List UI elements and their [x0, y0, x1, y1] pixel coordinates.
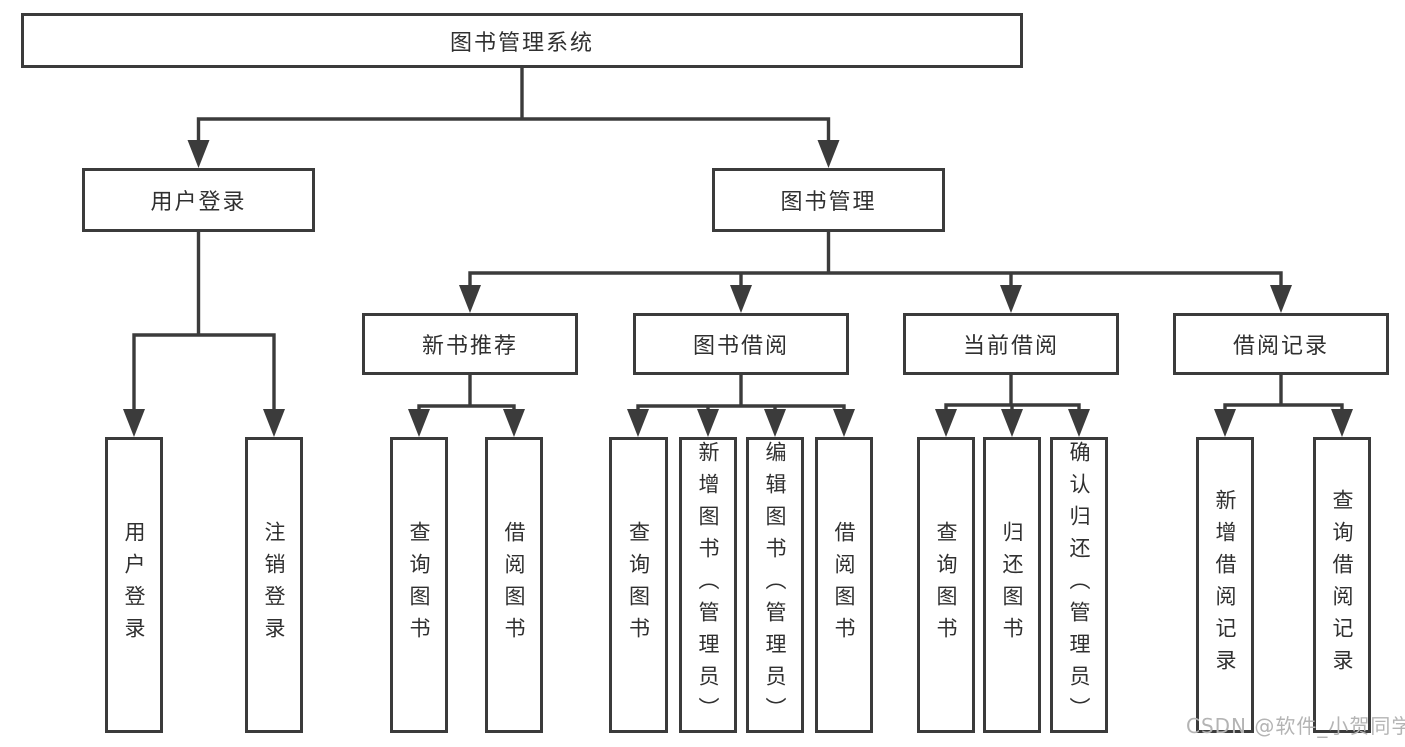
node-label: 确认归还（管理员） — [1067, 441, 1091, 729]
arrowhead-icon — [1270, 285, 1292, 313]
arrowhead-icon — [935, 409, 957, 437]
node-borrowing-records: 借阅记录 — [1173, 313, 1389, 375]
leaf-user-login: 用户登录 — [105, 437, 163, 733]
arrowhead-icon — [817, 140, 840, 168]
node-user-login: 用户登录 — [82, 168, 315, 232]
node-label: 图书借阅 — [692, 334, 789, 359]
node-label: 用户登录 — [150, 190, 247, 215]
arrowhead-icon — [833, 409, 855, 437]
node-label: 新增借阅记录 — [1213, 489, 1237, 681]
node-label: 借阅图书 — [502, 521, 526, 649]
arrowhead-icon — [187, 140, 210, 168]
leaf-edit-book-admin: 编辑图书（管理员） — [746, 437, 804, 733]
arrowhead-icon — [1068, 409, 1090, 437]
leaf-query-books-borrowing: 查询图书 — [609, 437, 668, 733]
arrowhead-icon — [1214, 409, 1236, 437]
arrowhead-icon — [263, 409, 285, 437]
arrowhead-icon — [408, 409, 430, 437]
node-label: 当前借阅 — [962, 334, 1059, 359]
connector-borrowing-records-children — [1214, 375, 1353, 437]
arrowhead-icon — [503, 409, 525, 437]
node-label: 新书推荐 — [421, 334, 518, 359]
leaf-query-borrow-record: 查询借阅记录 — [1313, 437, 1371, 733]
node-label: 注销登录 — [262, 521, 286, 649]
node-label: 图书管理 — [780, 190, 877, 215]
leaf-query-books-recommend: 查询图书 — [390, 437, 448, 733]
node-label: 新增图书（管理员） — [696, 441, 720, 729]
arrowhead-icon — [1331, 409, 1353, 437]
node-label: 查询图书 — [934, 521, 958, 649]
connector-book-management-sections — [459, 232, 1292, 313]
node-label: 借阅记录 — [1232, 334, 1329, 359]
node-label: 查询借阅记录 — [1330, 489, 1354, 681]
leaf-confirm-return-admin: 确认归还（管理员） — [1050, 437, 1108, 733]
arrowhead-icon — [123, 409, 145, 437]
connector-new-book-children — [408, 375, 525, 437]
node-label: 归还图书 — [1000, 521, 1024, 649]
node-library-management-system: 图书管理系统 — [21, 13, 1023, 68]
node-label: 查询图书 — [626, 521, 651, 649]
leaf-add-borrow-record: 新增借阅记录 — [1196, 437, 1254, 733]
arrowhead-icon — [459, 285, 481, 313]
arrowhead-icon — [627, 409, 649, 437]
node-label: 用户登录 — [122, 521, 146, 649]
node-new-book-recommend: 新书推荐 — [362, 313, 578, 375]
connector-current-borrowing-children — [935, 375, 1090, 437]
node-current-borrowing: 当前借阅 — [903, 313, 1119, 375]
node-book-borrowing: 图书借阅 — [633, 313, 849, 375]
csdn-watermark: CSDN @软件_小贺同学 — [1186, 714, 1405, 738]
connector-user-login-children — [123, 232, 285, 437]
arrowhead-icon — [1001, 409, 1023, 437]
node-label: 图书管理系统 — [449, 30, 594, 56]
connector-book-borrowing-children — [627, 375, 855, 437]
node-label: 编辑图书（管理员） — [763, 441, 787, 729]
node-label: 查询图书 — [407, 521, 431, 649]
leaf-add-book-admin: 新增图书（管理员） — [679, 437, 737, 733]
connector-root-to-level2 — [187, 68, 840, 168]
leaf-logout: 注销登录 — [245, 437, 303, 733]
leaf-query-books-current: 查询图书 — [917, 437, 975, 733]
arrowhead-icon — [764, 409, 786, 437]
node-label: 借阅图书 — [832, 521, 856, 649]
node-book-management: 图书管理 — [712, 168, 945, 232]
arrowhead-icon — [697, 409, 719, 437]
arrowhead-icon — [1000, 285, 1022, 313]
arrowhead-icon — [730, 285, 752, 313]
leaf-borrow-books-recommend: 借阅图书 — [485, 437, 543, 733]
leaf-borrow-books: 借阅图书 — [815, 437, 873, 733]
leaf-return-books: 归还图书 — [983, 437, 1041, 733]
